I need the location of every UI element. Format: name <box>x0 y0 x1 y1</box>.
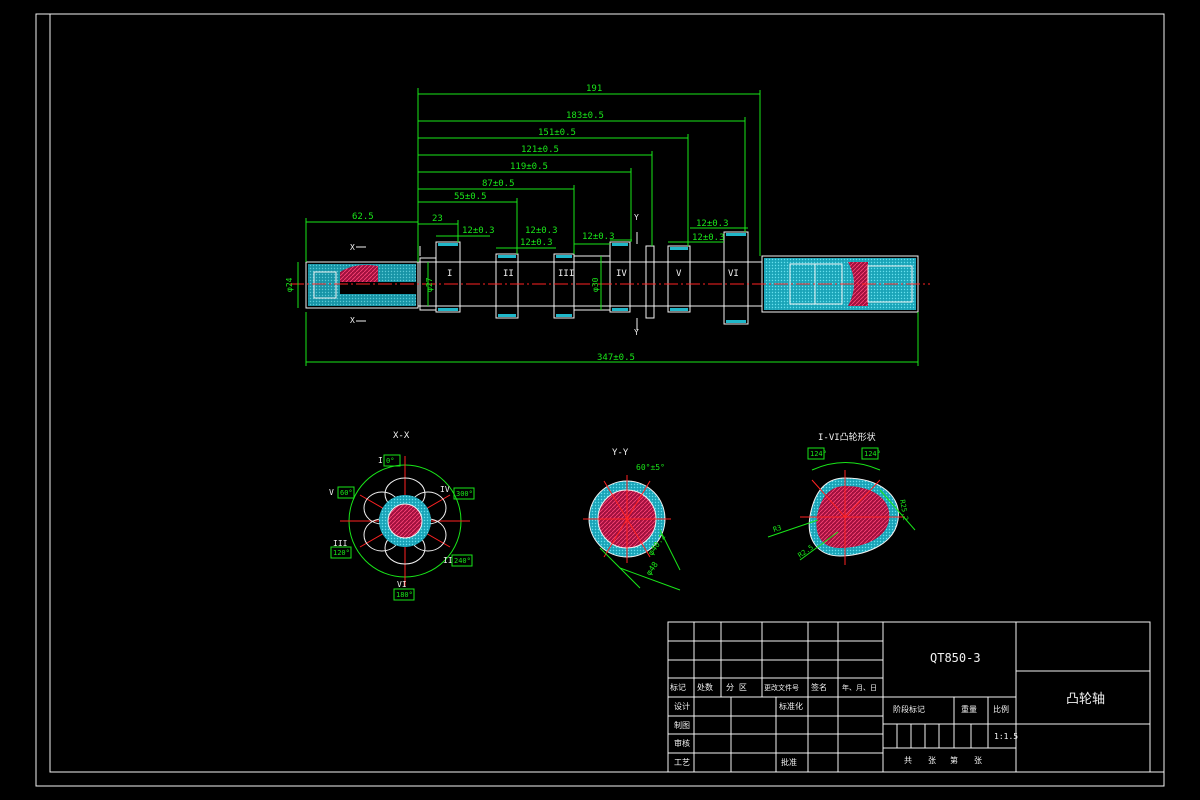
dim-191: 191 <box>586 84 602 94</box>
tb-left-label: 设计 <box>674 701 690 711</box>
xx-cam-label: V <box>329 488 334 497</box>
tb-header: 更改文件号 <box>764 683 799 692</box>
xx-angle-labels: I 0° IV 300° II 240° VI 180° III 120° V … <box>329 454 475 601</box>
tb-left-label: 审核 <box>674 738 690 748</box>
dim-151: 151±0.5 <box>538 128 576 138</box>
dim-small: 12±0.3 <box>525 226 558 236</box>
dim-87: 87±0.5 <box>482 179 515 189</box>
xx-angle: 180° <box>396 591 413 599</box>
tb-mid-label: 标准化 <box>779 701 803 711</box>
tb-header: 标记 <box>670 682 686 692</box>
dim-121: 121±0.5 <box>521 145 559 155</box>
cam-label: VI <box>728 269 739 279</box>
cam-shape-view: I-VI凸轮形状 <box>767 431 916 565</box>
cam-dim-radius: R3 <box>772 524 782 534</box>
outer-frame <box>35 13 1165 787</box>
tb-info-label: 阶段标记 <box>893 704 925 714</box>
tb-header: 分 区 <box>726 683 747 692</box>
section-mark-x-bottom: X <box>350 316 355 325</box>
dim-dia-27: φ27 <box>425 277 434 292</box>
cam-dim-angle: 124° <box>810 450 827 458</box>
xx-angle: 240° <box>454 557 471 565</box>
xx-cam-label: IV <box>440 485 450 494</box>
scale-value: 1:1.5 <box>994 732 1018 741</box>
xx-cam-label: I <box>378 456 383 465</box>
cam-dim-radius: R2.5 <box>797 543 815 559</box>
tb-sheet-label: 共 <box>904 756 912 765</box>
xx-angle: 120° <box>333 549 350 557</box>
tb-header: 处数 <box>697 682 713 692</box>
dim-23: 23 <box>432 214 443 224</box>
view-title-cam: I-VI凸轮形状 <box>818 431 876 443</box>
dim-55: 55±0.5 <box>454 192 487 202</box>
yy-dim-dia-outer: φ48 <box>644 560 660 577</box>
yy-dim-angle: 60°±5° <box>636 463 665 472</box>
tb-sheet-label: 张 <box>974 756 982 765</box>
xx-angle: 300° <box>456 490 473 498</box>
section-mark-y-bottom: Y <box>634 328 639 337</box>
inner-frame <box>49 13 1165 773</box>
dim-62-5: 62.5 <box>352 212 374 222</box>
tb-info-label: 比例 <box>993 704 1009 714</box>
tb-header: 年、月、日 <box>842 683 877 692</box>
xx-cam-label: II <box>443 556 453 565</box>
part-name: 凸轮轴 <box>1066 692 1105 707</box>
xx-section-view: X-X <box>340 431 470 586</box>
title-block <box>667 621 1151 773</box>
tb-info-label: 重量 <box>961 704 977 714</box>
xx-cam-label: III <box>333 539 348 548</box>
shaft-view <box>290 231 930 330</box>
tb-header: 签名 <box>811 682 827 692</box>
dimension-lines <box>297 88 919 366</box>
tb-sheet-label: 张 <box>928 756 936 765</box>
material-label: QT850-3 <box>930 651 981 665</box>
section-mark-y-top: Y <box>634 213 639 222</box>
cam-label: III <box>558 269 574 279</box>
yy-section-view: Y-Y <box>583 448 681 591</box>
cam-label: I <box>447 269 452 279</box>
section-mark-x-top: X <box>350 243 355 252</box>
tb-sheet-label: 第 <box>950 755 958 765</box>
dim-dia-24: φ24 <box>285 277 294 292</box>
cam-label: V <box>676 269 682 279</box>
view-title-yy: Y-Y <box>612 448 629 458</box>
tb-mid-label: 批准 <box>781 757 797 767</box>
cam-dim-angle: 124° <box>864 450 881 458</box>
dim-small: 12±0.3 <box>462 226 495 236</box>
tb-left-label: 工艺 <box>674 758 690 767</box>
dimension-texts: 191 183±0.5 151±0.5 121±0.5 119±0.5 87±0… <box>285 84 729 363</box>
dim-small: 12±0.3 <box>696 219 729 229</box>
cam-labels: I II III IV V VI <box>447 269 739 279</box>
dim-small: 12±0.3 <box>692 233 725 243</box>
cam-dim-radius: R25.2 <box>898 499 910 521</box>
cam-label: II <box>503 269 514 279</box>
title-block-labels: 标记 处数 分 区 更改文件号 签名 年、月、日 设计 制图 审核 工艺 标准化… <box>670 682 1009 767</box>
dim-small: 12±0.3 <box>582 232 615 242</box>
xx-angle: 0° <box>386 457 394 465</box>
view-title-xx: X-X <box>393 431 410 441</box>
dim-119: 119±0.5 <box>510 162 548 172</box>
dim-dia-30: φ30 <box>591 277 600 292</box>
dim-183: 183±0.5 <box>566 111 604 121</box>
dim-overall: 347±0.5 <box>597 353 635 363</box>
tb-left-label: 制图 <box>674 720 690 730</box>
xx-angle: 60° <box>340 489 353 497</box>
cam-label: IV <box>616 269 627 279</box>
dim-small: 12±0.3 <box>520 238 553 248</box>
xx-cam-label: VI <box>397 580 407 589</box>
